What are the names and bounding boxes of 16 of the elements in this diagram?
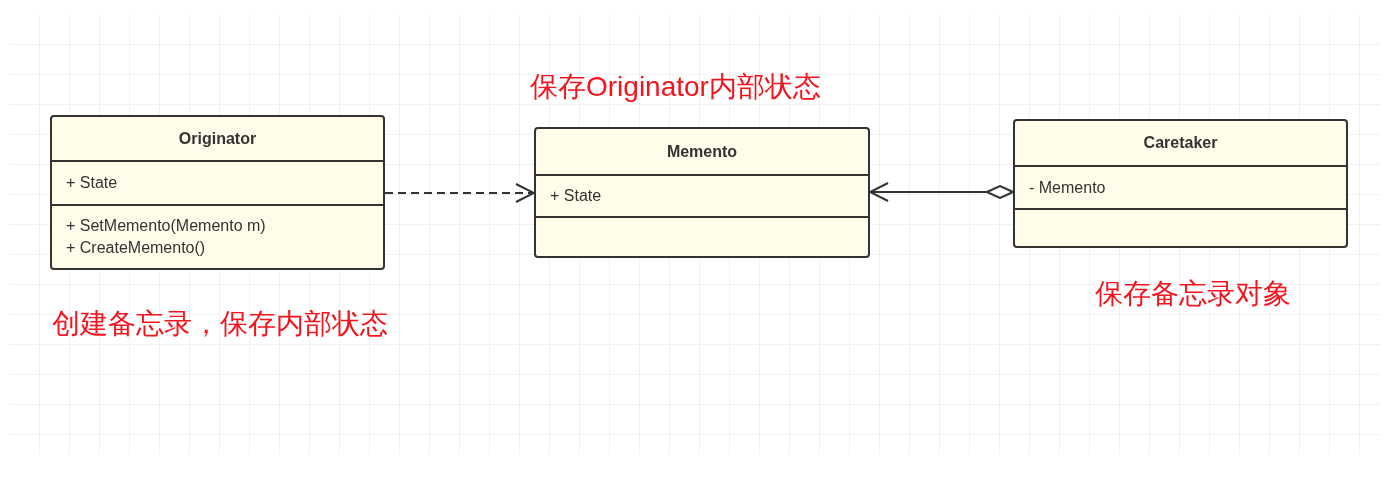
attribute-text: - Memento: [1029, 177, 1107, 198]
note-text: 创建备忘录，保存内部状态: [52, 307, 388, 341]
class-box: [534, 127, 870, 258]
class-name: Originator: [178, 128, 257, 149]
attribute-text: + State: [66, 173, 119, 193]
class-name: Caretaker: [1143, 133, 1218, 153]
attribute-text: + State: [550, 186, 603, 206]
arrow: [869, 182, 1014, 202]
class-box: [1013, 119, 1348, 248]
note-text: 保存Originator内部状态: [530, 70, 821, 104]
note-text: 保存备忘录对象: [1095, 277, 1291, 311]
arrow: [384, 183, 535, 203]
class-box: [50, 115, 385, 270]
method-text: + CreateMemento(): [66, 238, 207, 258]
class-name: Memento: [666, 141, 738, 162]
method-text: + SetMemento(Memento m): [66, 216, 267, 236]
